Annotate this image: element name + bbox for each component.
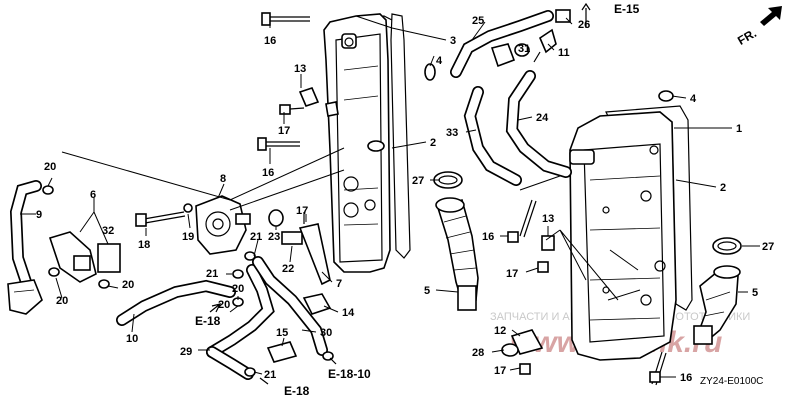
callout-7: 7 — [336, 278, 342, 290]
leader-lines — [20, 15, 760, 378]
callout-5: 5 — [424, 285, 430, 297]
callout-1: 1 — [736, 123, 742, 135]
front-direction-indicator: FR. — [735, 6, 782, 48]
callout-6: 6 — [90, 189, 96, 201]
diagram-code: ZY24-E0100C — [700, 376, 763, 387]
callout-24: 24 — [536, 112, 549, 124]
intake-boots — [435, 197, 741, 345]
callout-27: 27 — [762, 241, 774, 253]
callout-18: 18 — [138, 239, 150, 251]
callout-17: 17 — [494, 365, 506, 377]
callouts: 16 3 4 13 17 16 2 25 26 31 11 33 24 27 4… — [36, 15, 774, 384]
callout-16: 16 — [680, 372, 692, 384]
callout-20: 20 — [218, 299, 230, 311]
callout-33: 33 — [446, 127, 458, 139]
callout-20: 20 — [232, 283, 244, 295]
callout-21: 21 — [206, 268, 218, 280]
callout-10: 10 — [126, 333, 138, 345]
callout-13: 13 — [542, 213, 554, 225]
callout-31: 31 — [518, 43, 530, 55]
callout-17: 17 — [278, 125, 290, 137]
callout-3: 3 — [450, 35, 456, 47]
callout-22: 22 — [282, 263, 294, 275]
callout-2: 2 — [430, 137, 436, 149]
callout-16: 16 — [262, 167, 274, 179]
callout-30: 30 — [320, 327, 332, 339]
callout-2: 2 — [720, 182, 726, 194]
hoses — [9, 10, 572, 380]
callout-19: 19 — [182, 231, 194, 243]
callout-8: 8 — [220, 173, 226, 185]
callout-16: 16 — [264, 35, 276, 47]
callout-14: 14 — [342, 307, 355, 319]
callout-11: 11 — [558, 47, 570, 59]
callout-15: 15 — [276, 327, 288, 339]
callout-4: 4 — [690, 93, 697, 105]
callout-20: 20 — [122, 279, 134, 291]
reference-labels: E-15 E-18 E-18 E-18-10 — [195, 2, 640, 398]
callout-13: 13 — [294, 63, 306, 75]
callout-28: 28 — [472, 347, 484, 359]
ref-e18-a: E-18 — [195, 314, 221, 328]
ref-e18-10: E-18-10 — [328, 367, 371, 381]
callout-23: 23 — [268, 231, 280, 243]
callout-17: 17 — [296, 205, 308, 217]
front-label: FR. — [735, 26, 759, 48]
callout-26: 26 — [578, 19, 590, 31]
left-intake-chamber — [257, 12, 436, 273]
fittings — [490, 9, 571, 68]
callout-32: 32 — [102, 225, 114, 237]
callout-17: 17 — [506, 268, 518, 280]
ref-e15: E-15 — [614, 2, 640, 16]
callout-16: 16 — [482, 231, 494, 243]
callout-27: 27 — [412, 175, 424, 187]
callout-9: 9 — [36, 209, 42, 221]
ref-e18-b: E-18 — [284, 384, 310, 398]
callout-4: 4 — [436, 55, 443, 67]
callout-20: 20 — [44, 161, 56, 173]
front-arrow-icon — [760, 6, 782, 26]
callout-29: 29 — [180, 346, 192, 358]
callout-5: 5 — [752, 287, 758, 299]
callout-21: 21 — [250, 231, 262, 243]
callout-25: 25 — [472, 15, 484, 27]
callout-20: 20 — [56, 295, 68, 307]
callout-21: 21 — [264, 369, 276, 381]
callout-12: 12 — [494, 325, 506, 337]
right-intake-chamber — [569, 90, 693, 361]
